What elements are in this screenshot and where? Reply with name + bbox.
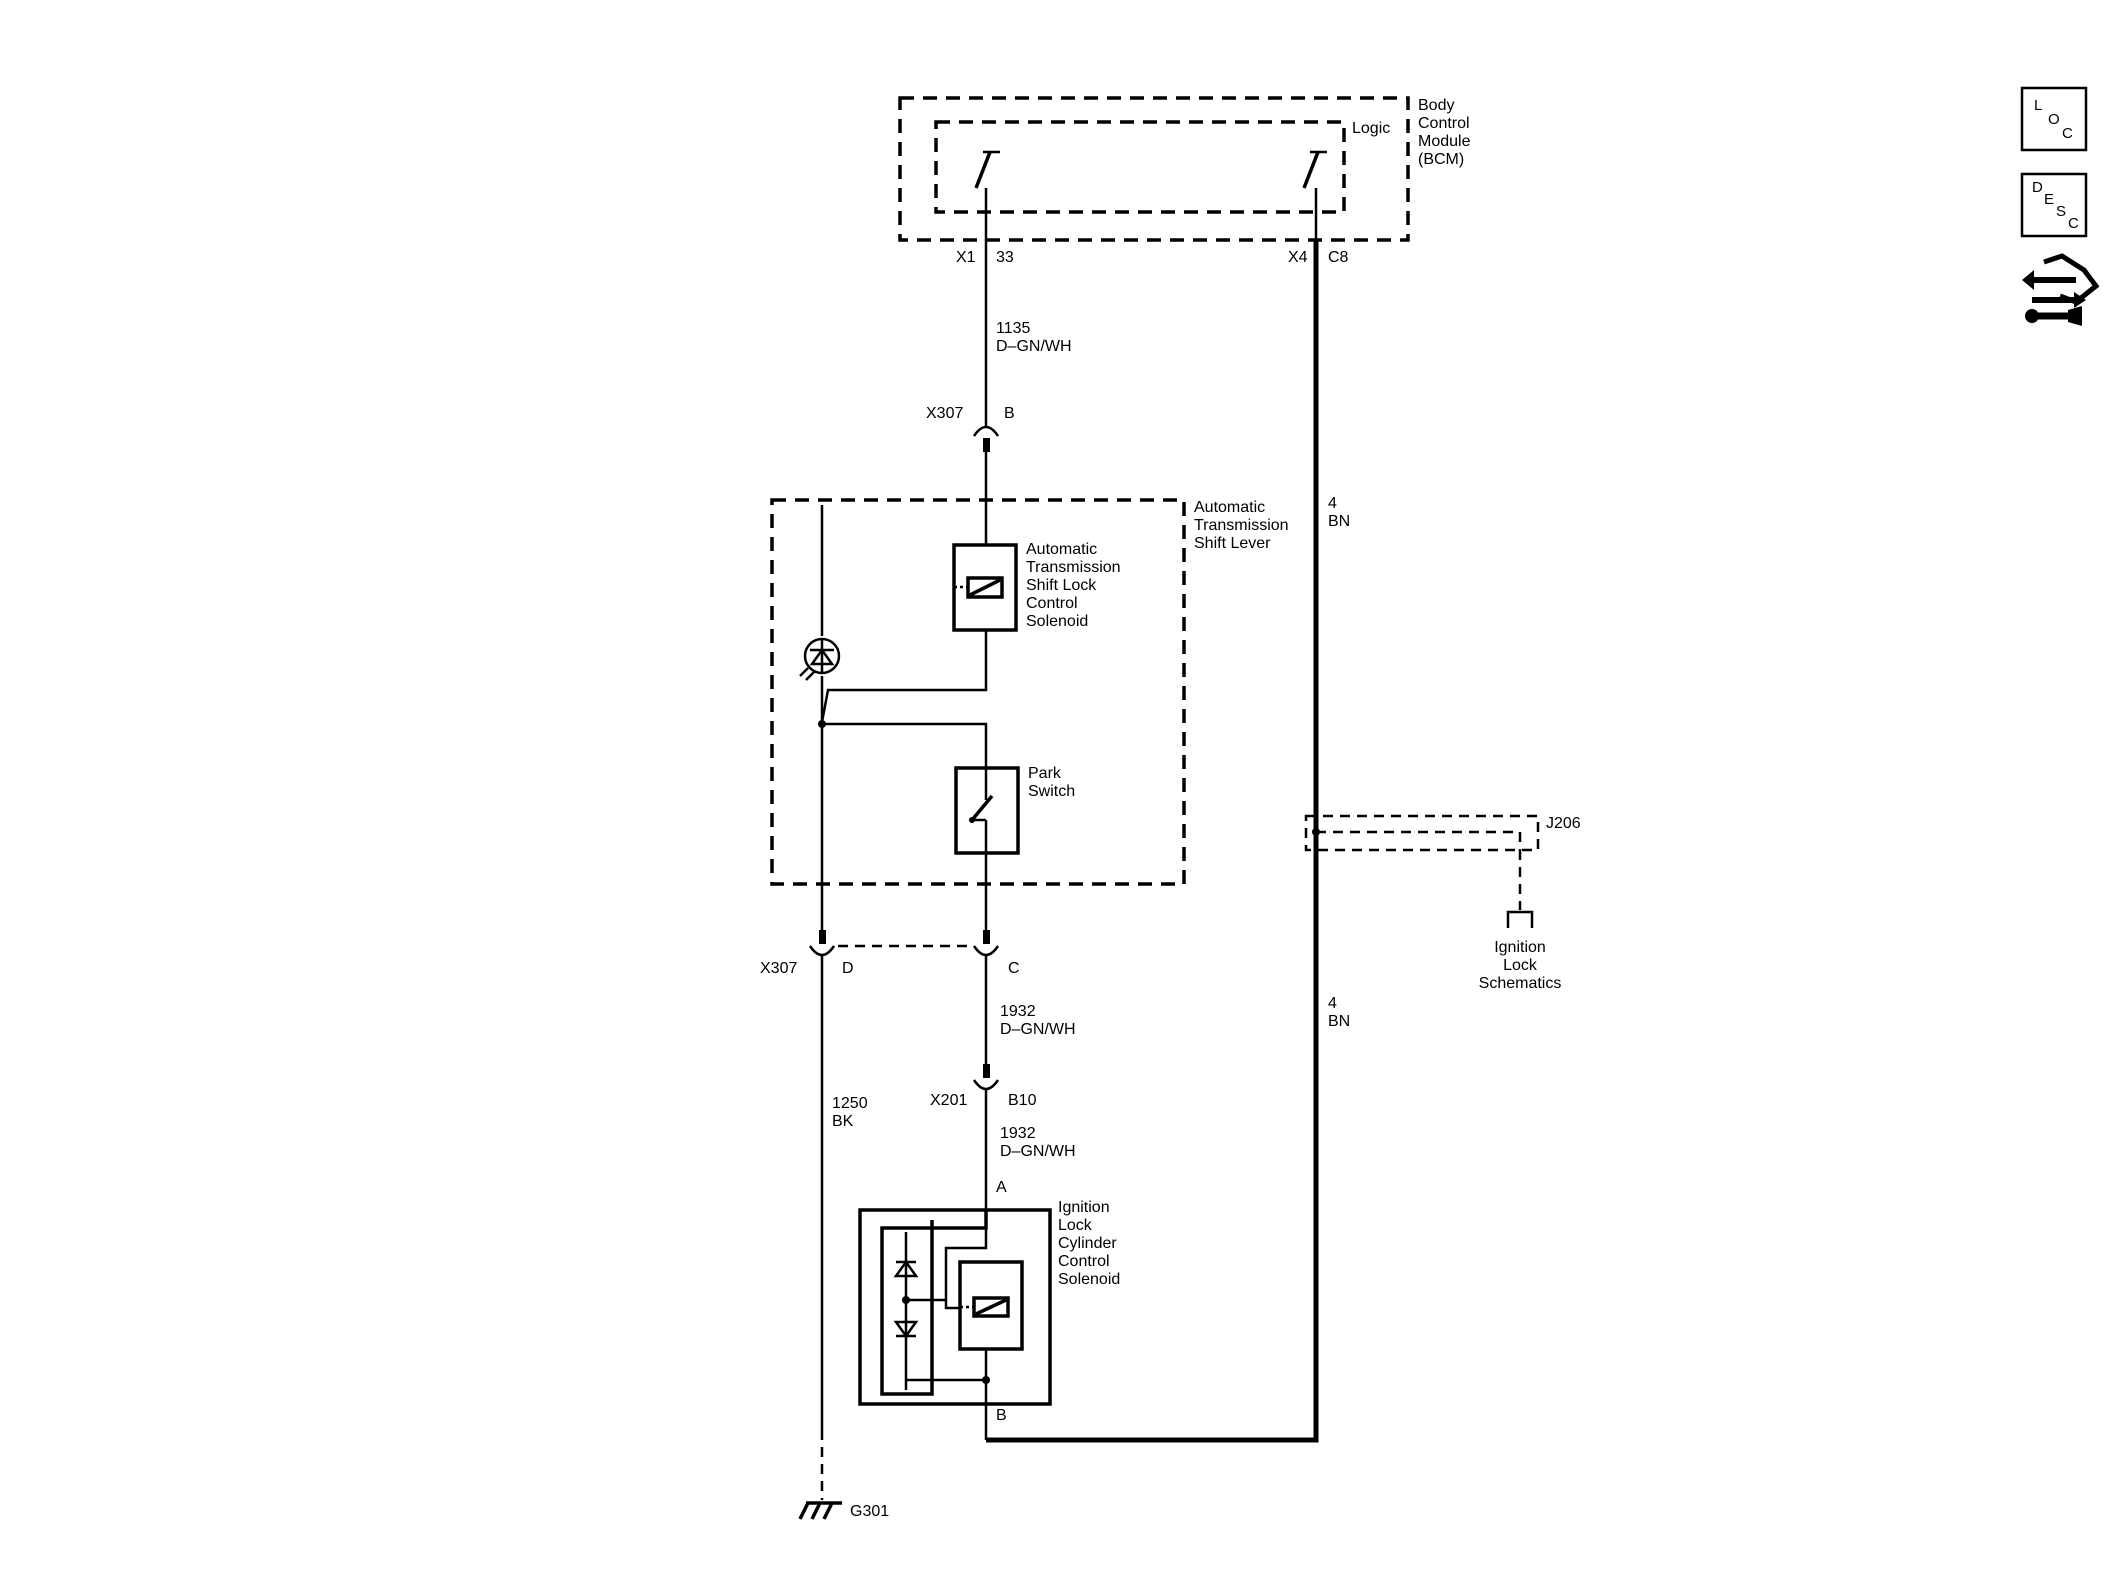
shift-solenoid-label-4: Control — [1026, 595, 1078, 612]
connector-x201-name: X201 — [930, 1092, 967, 1109]
connector-x307-d-c[interactable] — [808, 930, 1000, 957]
wire-4-bn[interactable] — [986, 240, 1319, 1443]
connector-x307-b[interactable] — [972, 425, 1000, 452]
desc-button-letter-1: D — [2032, 179, 2043, 196]
loc-button-letter-3: C — [2062, 125, 2073, 142]
shift-solenoid-label-5: Solenoid — [1026, 613, 1088, 630]
ignition-lock-solenoid[interactable] — [858, 1208, 1052, 1440]
ground-label: G301 — [850, 1503, 889, 1520]
ignition-schematics-label-2[interactable]: Lock — [1503, 957, 1538, 974]
bcm-switch-right — [1302, 150, 1327, 240]
shift-lock-solenoid[interactable] — [952, 543, 1018, 632]
ign-solenoid-label-4: Control — [1058, 1253, 1110, 1270]
j206-label: J206 — [1546, 815, 1581, 832]
bcm-logic-boundary — [934, 120, 1346, 214]
bcm-pin-33: 33 — [996, 249, 1014, 266]
wire-1932-upper-color: D–GN/WH — [1000, 1021, 1076, 1038]
desc-button[interactable]: D E S C — [2020, 172, 2088, 238]
wire-1135-color: D–GN/WH — [996, 338, 1072, 355]
wire-1932-lower-number: 1932 — [1000, 1125, 1036, 1142]
ign-solenoid-label-1: Ignition — [1058, 1199, 1110, 1216]
wire-4-top-number: 4 — [1328, 495, 1337, 512]
wire-1135-number: 1135 — [996, 320, 1031, 337]
wire-1932-upper-number: 1932 — [1000, 1003, 1036, 1020]
ignition-schematics-label-1[interactable]: Ignition — [1494, 939, 1546, 956]
bcm-outer-boundary — [898, 96, 1410, 242]
loc-button[interactable]: L O C — [2020, 86, 2088, 152]
connector-x201-b10[interactable] — [972, 1064, 1000, 1091]
bcm-label-2: Control — [1418, 115, 1470, 132]
park-switch-feed — [822, 722, 988, 768]
shift-lever-internal-wire — [820, 630, 988, 723]
ign-solenoid-pin-a: A — [996, 1179, 1007, 1196]
desc-button-letter-4: C — [2068, 215, 2079, 232]
shift-solenoid-label-1: Automatic — [1026, 541, 1097, 558]
wire-1250-number: 1250 — [832, 1095, 868, 1112]
park-switch-label-2: Switch — [1028, 783, 1075, 800]
shift-lever-assembly[interactable]: Automatic Transmission Shift Lever — [770, 498, 1289, 886]
ign-solenoid-label-2: Lock — [1058, 1217, 1093, 1234]
shift-solenoid-label-3: Shift Lock — [1026, 577, 1097, 594]
bcm-logic-label: Logic — [1352, 120, 1390, 137]
shift-lever-boundary — [770, 498, 1186, 886]
connector-x307-pin-c: C — [1008, 960, 1020, 977]
shift-solenoid-label-2: Transmission — [1026, 559, 1121, 576]
wire-4-top-color: BN — [1328, 513, 1350, 530]
bcm-label-1: Body — [1418, 97, 1454, 114]
connector-x307-bottom-name: X307 — [760, 960, 797, 977]
bcm-label-4: (BCM) — [1418, 151, 1464, 168]
ground-icon — [798, 1501, 842, 1520]
loc-button-letter-2: O — [2048, 111, 2060, 128]
wire-1932-lower-color: D–GN/WH — [1000, 1143, 1076, 1160]
ign-solenoid-label-3: Cylinder — [1058, 1235, 1117, 1252]
bcm-pin-c8: C8 — [1328, 249, 1349, 266]
bcm-label-3: Module — [1418, 133, 1471, 150]
shift-lever-label-3: Shift Lever — [1194, 535, 1271, 552]
loc-button-letter-1: L — [2034, 97, 2042, 114]
wire-1250-color: BK — [832, 1113, 854, 1130]
bcm-pin-x1: X1 — [956, 249, 976, 266]
connector-x307-pin-d: D — [842, 960, 854, 977]
illumination-led-icon — [799, 637, 841, 681]
park-switch-label-1: Park — [1028, 765, 1062, 782]
ign-solenoid-label-5: Solenoid — [1058, 1271, 1120, 1288]
connector-x307-b-name: X307 — [926, 405, 963, 422]
park-switch[interactable] — [954, 766, 1020, 855]
ignition-schematics-label-3[interactable]: Schematics — [1479, 975, 1562, 992]
splice-pack-j206[interactable] — [1304, 814, 1540, 928]
shift-lever-label-1: Automatic — [1194, 499, 1265, 516]
desc-button-letter-2: E — [2044, 191, 2054, 208]
wire-4-bottom-color: BN — [1328, 1013, 1350, 1030]
desc-button-letter-3: S — [2056, 203, 2066, 220]
bcm-module[interactable]: Body Control Module (BCM) Logic X1 33 X4… — [898, 96, 1471, 266]
bcm-switch-left — [974, 150, 1000, 240]
connector-x201-pin: B10 — [1008, 1092, 1037, 1109]
connector-end-view-icon[interactable] — [2022, 253, 2100, 326]
wire-4-bottom-number: 4 — [1328, 995, 1337, 1012]
bcm-pin-x4: X4 — [1288, 249, 1308, 266]
ign-solenoid-pin-b: B — [996, 1407, 1007, 1424]
connector-x307-b-pin: B — [1004, 405, 1015, 422]
shift-lever-label-2: Transmission — [1194, 517, 1289, 534]
